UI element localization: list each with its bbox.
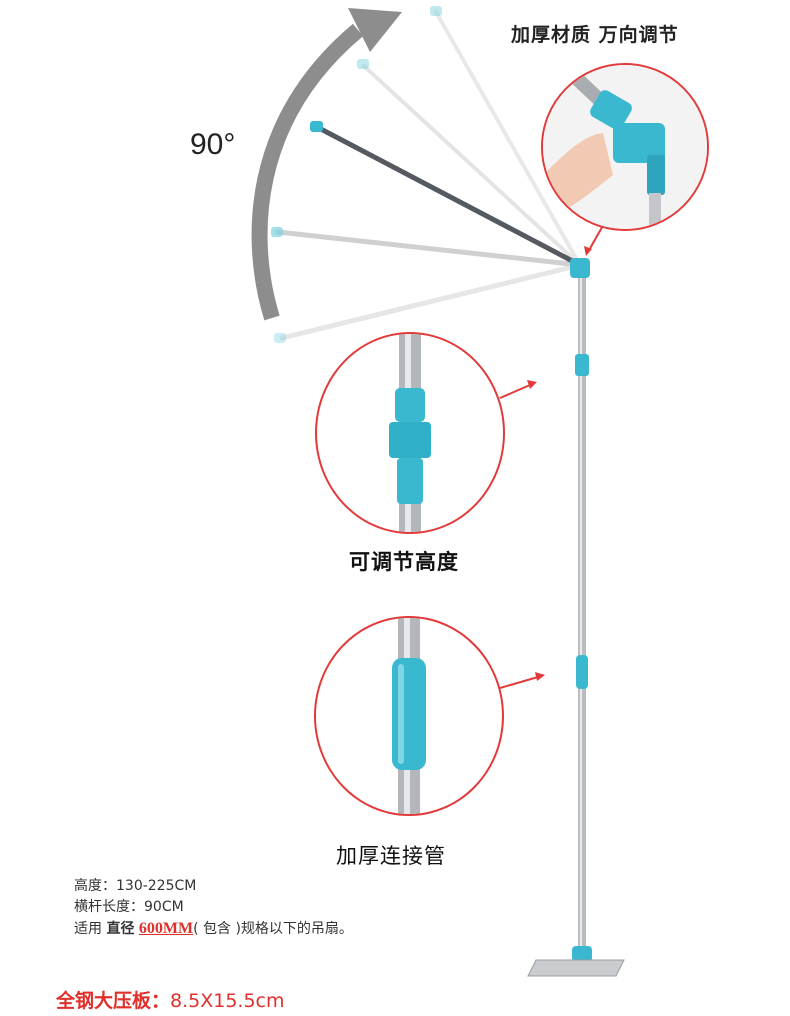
- rotation-arrow-icon: [251, 8, 402, 321]
- main-arm-cap: [310, 121, 323, 132]
- ghost-arm: [279, 262, 583, 341]
- spec-fit: 适用 直径 600MM( 包含 )规格以下的吊扇。: [74, 920, 353, 937]
- plate-spec: 全钢大压板：8.5X15.5cm: [56, 990, 285, 1012]
- ghost-arm-cap: [430, 6, 442, 16]
- arrow-to-tube: [499, 676, 539, 689]
- ghost-arm-cap: [274, 333, 286, 343]
- spec-block: 高度：130-225CM 横杆长度：90CM 适用 直径 600MM( 包含 )…: [74, 876, 353, 940]
- ghost-arm-cap: [357, 59, 369, 69]
- caption-adjustable-height: 可调节高度: [349, 550, 459, 574]
- angle-label: 90°: [190, 128, 236, 161]
- arrow-to-collar: [499, 384, 531, 399]
- main-arm: [314, 124, 583, 268]
- spec-height: 高度：130-225CM: [74, 878, 197, 894]
- spec-arm-length: 横杆长度：90CM: [74, 899, 184, 915]
- connecting-tube: [576, 655, 588, 689]
- caption-thick-tube: 加厚连接管: [336, 844, 446, 868]
- ghost-arm: [434, 10, 582, 267]
- height-collar: [575, 354, 589, 376]
- zoom-height-collar: [315, 332, 505, 534]
- ghost-arm-cap: [271, 227, 283, 237]
- base-collar: [572, 946, 592, 962]
- zoom-connecting-tube: [314, 616, 504, 816]
- zoom-universal-joint: [541, 63, 709, 231]
- base-plate: [527, 959, 625, 977]
- universal-joint: [570, 258, 590, 278]
- pole-highlight: [580, 268, 582, 958]
- ghost-arm: [275, 229, 583, 268]
- ghost-arm: [362, 64, 582, 267]
- headline: 加厚材质 万向调节: [511, 24, 679, 46]
